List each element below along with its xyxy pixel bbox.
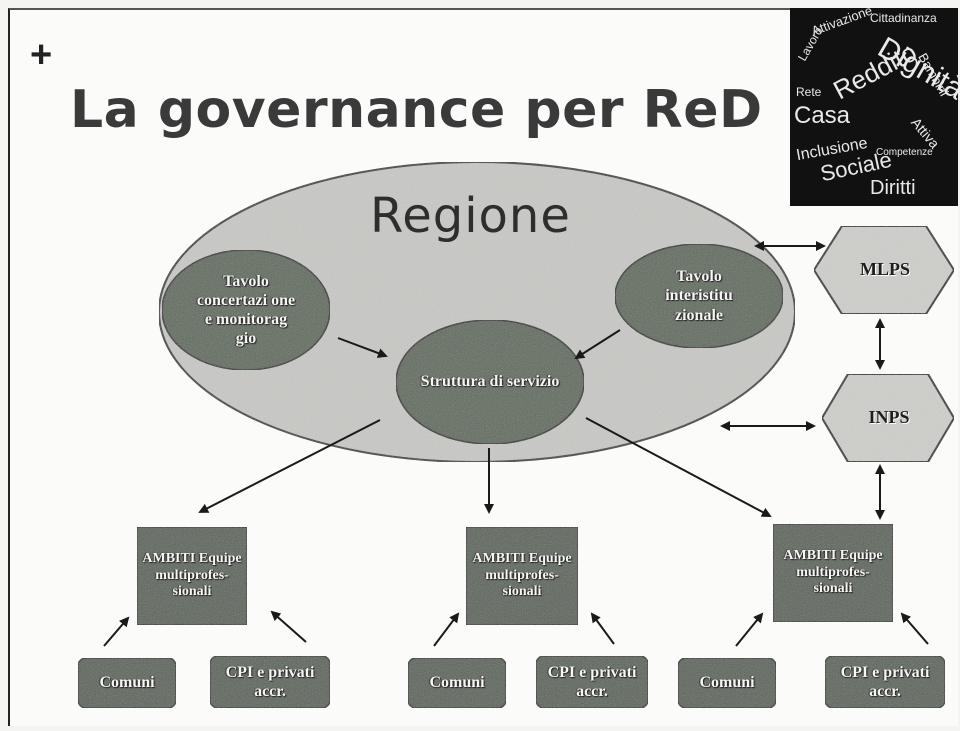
plus-mark: + bbox=[30, 34, 53, 76]
ambiti-label-2: AMBITI Equipe multiprofes- sionali bbox=[472, 550, 572, 600]
ambiti-label-3: AMBITI Equipe multiprofes- sionali bbox=[783, 547, 883, 597]
tavolo-concertazione-label: Tavolo concertazi one e monitorag gio bbox=[196, 272, 296, 348]
arrow-cpi-1-to-ambiti-1 bbox=[270, 610, 307, 643]
inps-hexagon bbox=[820, 373, 956, 463]
cpi-label-1: CPI e privati accr. bbox=[225, 663, 315, 700]
arrow-interistituzionale-to-struttura bbox=[574, 329, 621, 360]
struttura-servizio-label: Struttura di servizio bbox=[420, 373, 560, 391]
arrow-comuni-1-to-ambiti-1 bbox=[103, 616, 130, 647]
region-label: Regione bbox=[370, 188, 571, 244]
ambiti-box-1 bbox=[136, 526, 248, 626]
word-cloud-word: Rete bbox=[796, 85, 822, 99]
comuni-box-3 bbox=[677, 657, 777, 709]
cpi-box-2 bbox=[535, 655, 649, 709]
tavolo-interistituzionale-label: Tavolo interistitu zionale bbox=[665, 268, 733, 324]
mlps-hexagon bbox=[812, 225, 956, 315]
tavolo-concertazione-node bbox=[161, 249, 331, 371]
ambiti-label-1: AMBITI Equipe multiprofes- sionali bbox=[142, 550, 242, 600]
word-cloud-word: Casa bbox=[794, 102, 851, 129]
comuni-label-2: Comuni bbox=[429, 674, 485, 692]
comuni-label-1: Comuni bbox=[99, 674, 155, 692]
comuni-box-2 bbox=[407, 657, 507, 709]
arrow-concertazione-to-struttura bbox=[337, 337, 388, 358]
word-cloud-word: Cittadinanza bbox=[870, 11, 937, 25]
cpi-label-3: CPI e privati accr. bbox=[840, 663, 930, 700]
tavolo-interistituzionale-node bbox=[614, 243, 784, 349]
cpi-label-2: CPI e privati accr. bbox=[547, 663, 637, 700]
inps-label: INPS bbox=[868, 407, 910, 428]
arrow-comuni-2-to-ambiti-2 bbox=[433, 612, 460, 647]
ambiti-box-3 bbox=[772, 523, 894, 623]
word-cloud-word: Competenze bbox=[876, 147, 933, 158]
arrow-cpi-3-to-ambiti-3 bbox=[900, 612, 929, 645]
word-cloud-word: Diritti bbox=[870, 177, 916, 199]
word-cloud-image: Attivazione Cittadinanza Reddito Dignità… bbox=[790, 8, 958, 206]
arrow-struttura-to-ambiti-1 bbox=[198, 419, 381, 513]
arrow-struttura-to-ambiti-3 bbox=[585, 417, 772, 517]
ambiti-box-2 bbox=[465, 526, 579, 626]
arrow-cpi-2-to-ambiti-2 bbox=[590, 612, 615, 645]
cpi-box-1 bbox=[209, 655, 331, 709]
region-ellipse bbox=[158, 161, 796, 463]
slide-title: La governance per ReD bbox=[70, 80, 763, 140]
cpi-box-3 bbox=[824, 655, 946, 709]
arrow-comuni-3-to-ambiti-3 bbox=[735, 612, 764, 647]
mlps-label: MLPS bbox=[859, 259, 910, 280]
comuni-box-1 bbox=[77, 657, 177, 709]
comuni-label-3: Comuni bbox=[699, 674, 755, 692]
struttura-servizio-node bbox=[395, 319, 585, 445]
